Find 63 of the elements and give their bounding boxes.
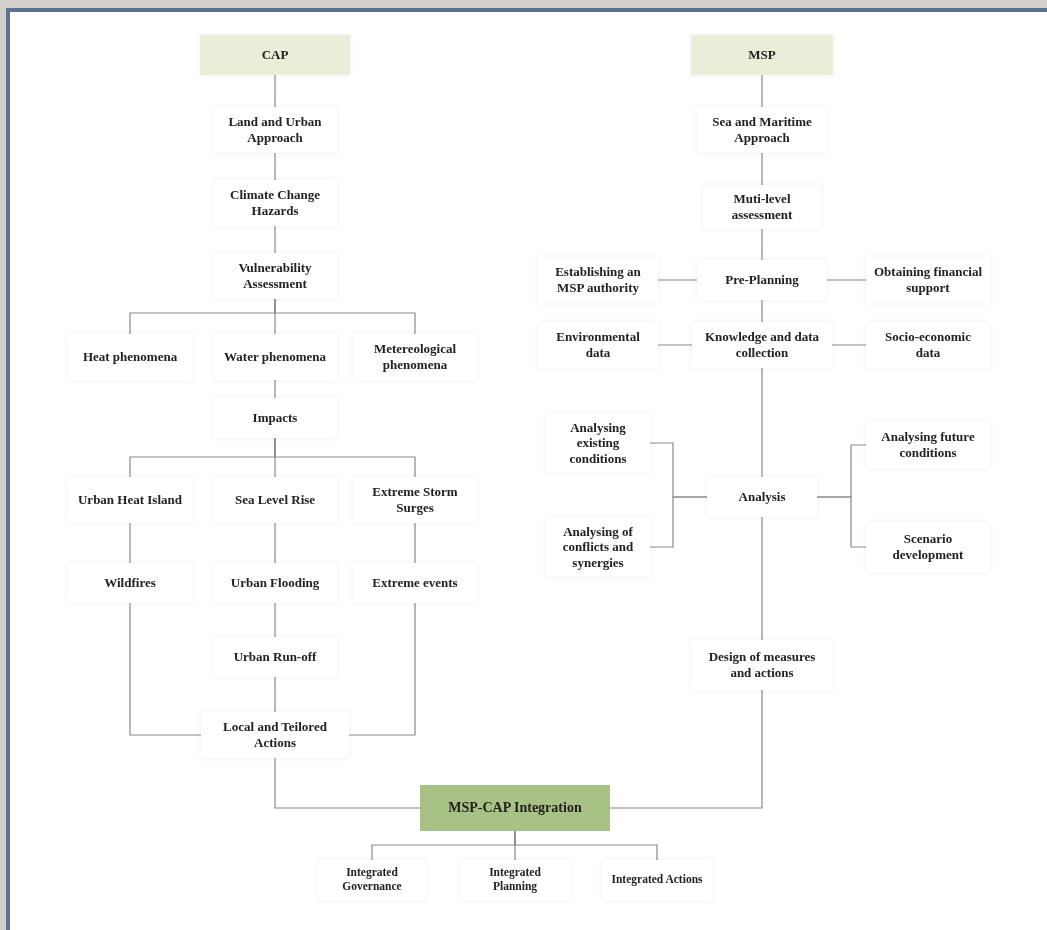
process-box: Extreme events [353, 563, 477, 603]
process-box: Land and Urban Approach [213, 107, 337, 153]
connector-line [274, 757, 421, 809]
connector-line [831, 344, 867, 346]
connector-line [274, 437, 416, 478]
connector-line [274, 298, 416, 335]
connector-line [274, 152, 276, 181]
process-box: Establishing an MSP authority [538, 257, 658, 303]
connector-line [761, 228, 763, 261]
process-box: Urban Run-off [213, 637, 337, 677]
connector-line [657, 279, 698, 281]
process-box: Analysing future conditions [866, 422, 990, 468]
connector-line [761, 367, 763, 478]
process-box: Local and Teilored Actions [201, 712, 349, 758]
process-box: Muti-level assessment [703, 185, 821, 229]
process-box: Water phenomena [213, 334, 337, 380]
connector-line [414, 522, 416, 564]
heading-box: CAP [200, 35, 350, 75]
process-box: Knowledge and data collection [692, 322, 832, 368]
process-box: Climate Change Hazards [213, 180, 337, 226]
process-box: Analysis [707, 477, 817, 517]
connector-line [761, 299, 763, 323]
heading-box: MSP [691, 35, 833, 75]
process-box: Integrated Actions [602, 860, 712, 900]
connector-line [274, 676, 276, 713]
connector-line [348, 602, 416, 736]
process-box: Sea Level Rise [213, 477, 337, 523]
connector-line [274, 74, 276, 108]
connector-line [657, 344, 693, 346]
connector-line [649, 496, 708, 548]
connector-line [274, 602, 276, 638]
process-box: Integrated Planning [460, 860, 570, 900]
process-box: Analysing existing conditions [546, 414, 650, 472]
process-box: Design of measures and actions [692, 640, 832, 690]
process-box: Metereological phenomena [353, 334, 477, 380]
connector-line [609, 689, 763, 809]
connector-line [761, 516, 763, 641]
process-box: Urban Flooding [213, 563, 337, 603]
connector-line [816, 496, 867, 548]
process-box: Analysing of conflicts and synergies [546, 517, 650, 577]
heading-box: MSP-CAP Integration [420, 785, 610, 831]
connector-line [129, 602, 202, 736]
connector-line [274, 225, 276, 254]
connector-line [274, 379, 276, 399]
process-box: Pre-Planning [697, 260, 827, 300]
connector-line [761, 152, 763, 186]
connector-line [761, 74, 763, 108]
process-box: Vulnerability Assessment [213, 253, 337, 299]
process-box: Impacts [213, 398, 337, 438]
process-box: Scenario development [866, 522, 990, 572]
process-box: Wildfires [68, 563, 192, 603]
connector-line [274, 522, 276, 564]
process-box: Urban Heat Island [68, 477, 192, 523]
connector-line [826, 279, 867, 281]
connector-line [514, 830, 658, 861]
process-box: Heat phenomena [68, 334, 192, 380]
connector-line [129, 522, 131, 564]
process-box: Socio-economic data [866, 322, 990, 368]
process-box: Extreme Storm Surges [353, 477, 477, 523]
process-box: Obtaining financial support [866, 257, 990, 303]
process-box: Sea and Maritime Approach [697, 107, 827, 153]
process-box: Integrated Governance [317, 860, 427, 900]
process-box: Environmental data [538, 322, 658, 368]
